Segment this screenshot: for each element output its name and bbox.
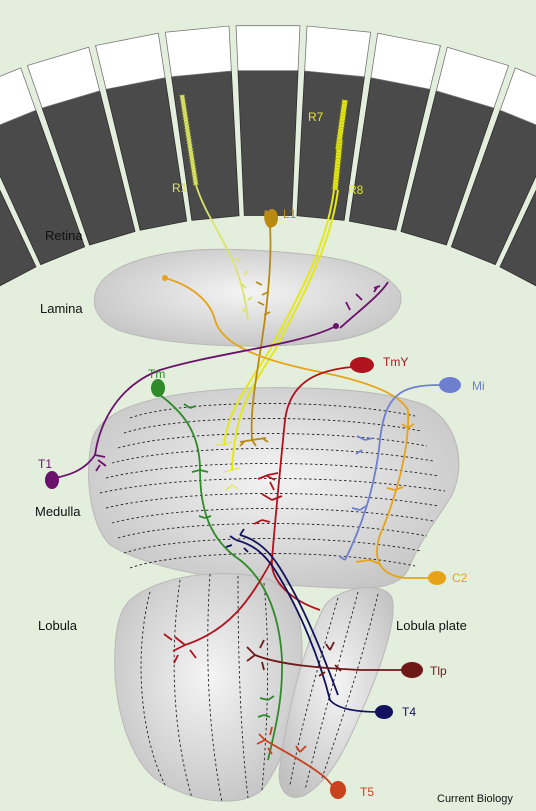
ommatidium-lens xyxy=(304,25,372,78)
medulla-layer-line xyxy=(111,508,434,524)
ommatidium-rhabdomere xyxy=(450,109,536,266)
label-r1: R1 xyxy=(172,181,188,195)
neuron-t4 xyxy=(225,528,393,719)
ommatidium-rhabdomere xyxy=(499,189,536,287)
neuron-l1 xyxy=(239,209,278,447)
neuron-tm xyxy=(151,379,283,761)
label-lobula-plate: Lobula plate xyxy=(396,618,467,633)
lobula-plate-column-lines xyxy=(289,591,379,791)
ommatidium-rhabdomere xyxy=(0,189,37,287)
neuron-c2 xyxy=(162,275,446,585)
neuron-t5 xyxy=(256,726,346,799)
label-t4: T4 xyxy=(402,705,416,719)
label-t5: T5 xyxy=(360,785,374,799)
label-tlp: Tlp xyxy=(430,664,447,678)
ommatidium-lens xyxy=(435,46,510,109)
retina-ommatidia xyxy=(0,25,536,287)
label-medulla: Medulla xyxy=(35,504,81,519)
ommatidium-lens xyxy=(235,25,301,72)
ommatidium-lens xyxy=(26,46,101,109)
credit-text: Current Biology xyxy=(437,793,513,805)
medulla-layer-line xyxy=(117,433,428,449)
lamina-neuropil xyxy=(93,248,402,347)
neuron-tlp xyxy=(246,639,423,678)
label-retina: Retina xyxy=(45,228,83,243)
label-c2: C2 xyxy=(452,571,468,585)
ommatidium-lens xyxy=(499,67,536,126)
label-tmy: TmY xyxy=(383,355,408,369)
label-r8: R8 xyxy=(348,183,364,197)
medulla-layer-line xyxy=(123,538,422,554)
label-lobula: Lobula xyxy=(38,618,78,633)
label-tm: Tm xyxy=(148,367,165,381)
medulla-layer-line xyxy=(117,523,428,539)
label-l1: L1 xyxy=(283,207,297,221)
lobula-column-lines xyxy=(140,573,269,803)
neuron-r1 xyxy=(179,94,253,321)
ommatidium-lens xyxy=(370,32,441,90)
label-lamina: Lamina xyxy=(40,301,83,316)
neuron-tmy xyxy=(163,357,374,664)
label-r7: R7 xyxy=(308,110,324,124)
ommatidium-lens xyxy=(0,67,37,126)
ommatidium-rhabdomere xyxy=(237,70,299,216)
medulla-layer-line xyxy=(111,448,434,464)
ommatidium-lens xyxy=(164,25,232,78)
neuron-mi xyxy=(338,377,461,561)
lobula-neuropil xyxy=(114,573,303,802)
neuron-t1 xyxy=(45,281,389,489)
medulla-layer-line xyxy=(129,403,416,419)
label-t1: T1 xyxy=(38,457,52,471)
label-mi: Mi xyxy=(472,379,485,393)
ommatidium-lens xyxy=(95,32,166,90)
